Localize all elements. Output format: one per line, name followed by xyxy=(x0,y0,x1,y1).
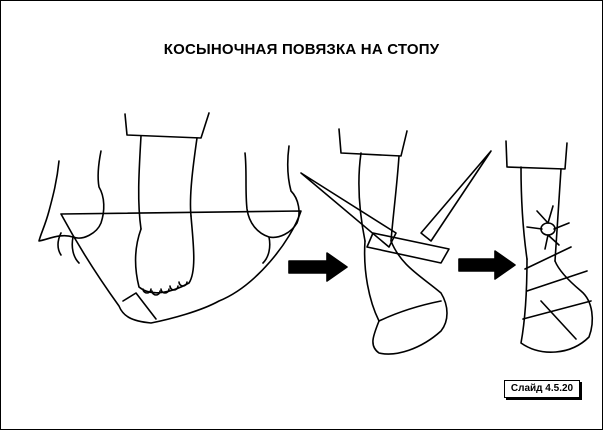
tail-left xyxy=(301,173,396,247)
tail-cross xyxy=(367,233,449,263)
step-2-crossed-ends xyxy=(301,129,491,354)
trouser-cuff-2 xyxy=(339,129,407,156)
bandage-knot xyxy=(527,206,569,249)
arrow-1 xyxy=(289,253,347,281)
bandage-triangle xyxy=(61,211,301,323)
foot-2 xyxy=(365,241,447,354)
trouser-cuff-1 xyxy=(125,113,209,138)
leg-1 xyxy=(139,136,197,229)
slide-number-badge: Слайд 4.5.20 xyxy=(504,380,580,398)
right-hand xyxy=(245,146,299,237)
step-3-bandaged-foot xyxy=(506,141,592,352)
toes-1 xyxy=(143,282,187,295)
foot-2-wrap xyxy=(379,301,441,321)
leg-3 xyxy=(521,167,561,261)
wrap-bands-3 xyxy=(523,247,591,339)
arrow-2 xyxy=(459,251,515,279)
tail-right xyxy=(421,151,491,241)
left-hand xyxy=(39,151,104,241)
bandage-fold xyxy=(123,293,156,319)
step-1-foot-on-bandage xyxy=(39,113,301,323)
right-fingers xyxy=(263,237,270,263)
foot-1 xyxy=(136,216,194,293)
trouser-cuff-3 xyxy=(506,141,567,169)
